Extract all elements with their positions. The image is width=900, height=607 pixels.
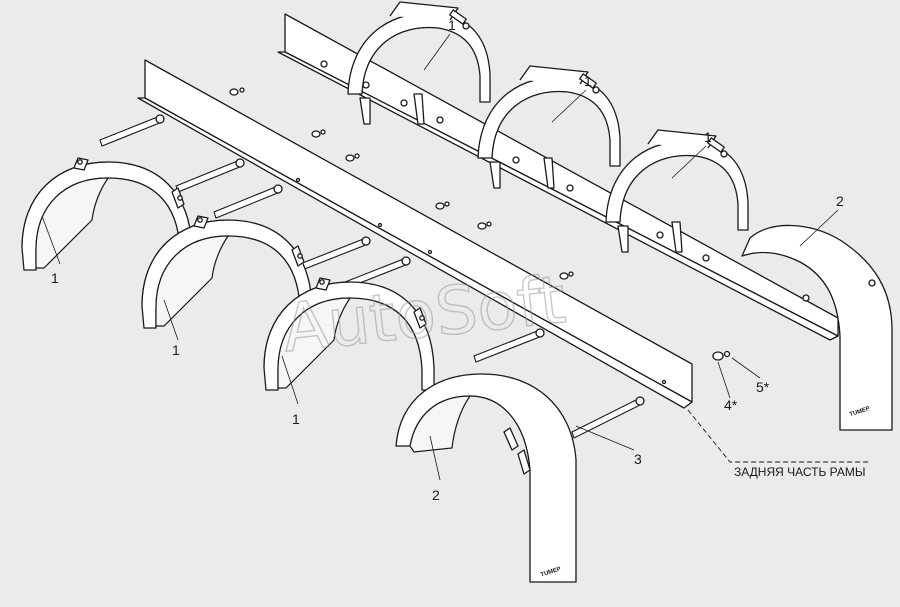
callout-front-fender-2: 1 — [172, 342, 180, 358]
callout-rear-fender-4: 2 — [836, 193, 844, 209]
rear-frame-bolts — [320, 60, 810, 302]
callout-rear-fender-2: 1 — [584, 73, 592, 89]
callout-front-fender-1: 1 — [51, 270, 59, 286]
callout-rear-fender-1: 1 — [448, 17, 456, 33]
front-frame-angle — [137, 59, 693, 409]
nut-detail — [723, 350, 731, 358]
rear-fender-1 — [347, 1, 491, 125]
callout-labels: 1 1 1 2 1 1 1 2 3 4* 5* ЗАДНЯЯ ЧАСТЬ РАМ… — [51, 17, 865, 503]
callout-front-fender-4: 2 — [432, 487, 440, 503]
washers-and-nuts — [229, 87, 731, 361]
callout-washer: 4* — [724, 397, 738, 413]
rear-fender-4-large: TUMEP — [741, 224, 893, 431]
callout-rod: 3 — [634, 451, 642, 467]
frame-caption: ЗАДНЯЯ ЧАСТЬ РАМЫ — [734, 465, 865, 479]
front-frame-holes — [295, 177, 667, 385]
front-fender-4-large: TUMEP — [395, 373, 577, 583]
rear-fender-2 — [477, 65, 621, 189]
callout-rear-fender-3: 1 — [704, 129, 712, 145]
watermark: AutoSoft — [279, 261, 569, 367]
callout-leaders — [41, 33, 870, 481]
rear-fender-3 — [605, 129, 749, 253]
washer-detail — [712, 351, 724, 361]
callout-nut: 5* — [756, 379, 770, 395]
callout-front-fender-3: 1 — [292, 411, 300, 427]
